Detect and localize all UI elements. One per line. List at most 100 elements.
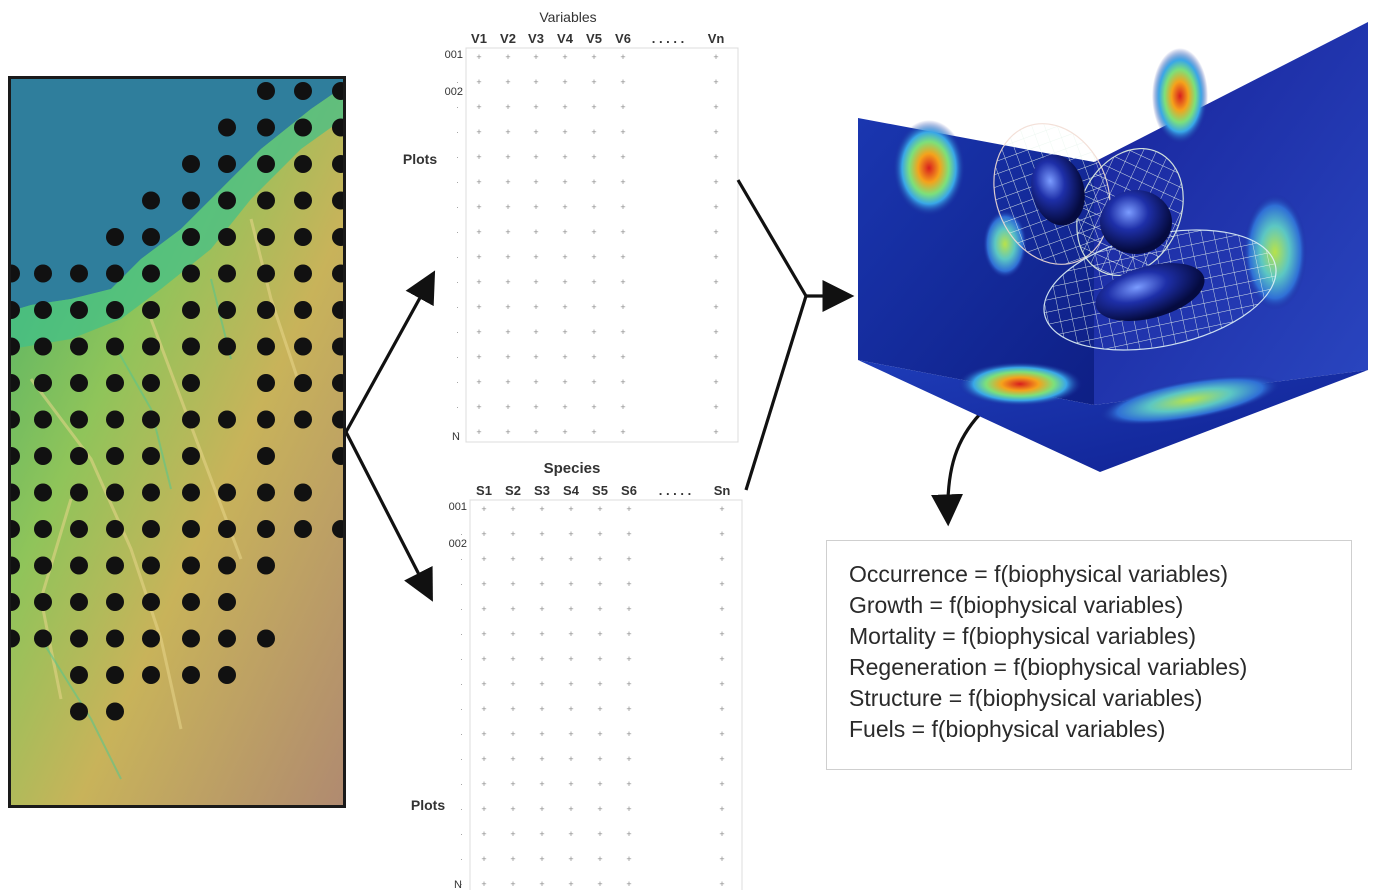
matrix-cell-mark: + [591,102,596,112]
matrix-cell-mark: + [568,554,573,564]
matrix-cell-mark: + [719,529,724,539]
matrix-row-ellipsis: · [456,177,459,187]
matrix-cell-mark: + [568,679,573,689]
matrix-cell-mark: + [562,52,567,62]
sample-plot-point [257,556,275,575]
sample-plot-point [218,228,236,246]
matrix-cell-mark: + [626,554,631,564]
variables-col-header: Vn [708,31,725,46]
sample-plot-point [182,447,200,465]
matrix-cell-mark: + [597,854,602,864]
matrix-cell-mark: + [597,704,602,714]
matrix-cell-mark: + [597,879,602,889]
matrix-cell-mark: + [591,327,596,337]
sample-plot-point [294,191,312,210]
matrix-cell-mark: + [476,302,481,312]
sample-plot-point [257,264,275,283]
matrix-cell-mark: + [481,829,486,839]
matrix-cell-mark: + [481,554,486,564]
matrix-cell-mark: + [620,427,625,437]
sample-plot-point [182,556,200,575]
sample-plot-point [332,374,343,392]
matrix-cell-mark: + [568,754,573,764]
sample-plot-point [182,593,200,611]
sample-plot-point [11,593,20,611]
matrix-cell-mark: + [562,252,567,262]
matrix-cell-mark: + [510,704,515,714]
matrix-row-ellipsis: · [460,579,463,589]
matrix-row-ellipsis: · [460,829,463,839]
variables-grid [465,47,739,443]
matrix-cell-mark: + [719,779,724,789]
matrix-cell-mark: + [510,779,515,789]
matrix-cell-mark: + [533,377,538,387]
matrix-cell-mark: + [539,604,544,614]
sample-plot-point [11,264,20,283]
sample-plot-point [11,337,20,356]
matrix-cell-mark: + [568,854,573,864]
matrix-cell-mark: + [591,427,596,437]
matrix-cell-mark: + [568,579,573,589]
sample-plot-point [34,483,52,502]
matrix-cell-mark: + [626,504,631,514]
species-row-label: N [454,879,462,890]
matrix-cell-mark: + [591,252,596,262]
variables-col-header: V2 [500,31,516,46]
sample-plot-point [294,118,312,137]
matrix-cell-mark: + [626,579,631,589]
matrix-cell-mark: + [597,829,602,839]
arrow-to-variables [344,270,436,433]
matrix-cell-mark: + [719,829,724,839]
sample-plot-point [332,410,343,429]
sample-plot-point [142,520,160,538]
matrix-cell-mark: + [597,654,602,664]
matrix-cell-mark: + [505,202,510,212]
matrix-cell-mark: + [505,377,510,387]
matrix-cell-mark: + [713,227,718,237]
sample-plot-point [182,228,200,246]
sample-plot-point [218,629,236,648]
sample-plot-point [106,410,124,429]
matrix-cell-mark: + [476,102,481,112]
matrix-cell-mark: + [476,202,481,212]
matrix-cell-mark: + [568,529,573,539]
sample-plot-point [218,264,236,283]
sample-plot-point [70,337,88,356]
sample-plot-point [106,556,124,575]
matrix-cell-mark: + [481,879,486,889]
matrix-cell-mark: + [476,77,481,87]
sample-plot-point [218,666,236,684]
matrix-row-ellipsis: · [460,779,463,789]
sample-plot-point [257,337,275,356]
matrix-cell-mark: + [591,127,596,137]
matrix-cell-mark: + [719,804,724,814]
matrix-row-ellipsis: · [456,77,459,87]
terrain-map-image [11,79,343,805]
matrix-cell-mark: + [620,352,625,362]
sample-plot-point [294,82,312,100]
arrow-from-variables [736,179,808,297]
matrix-row-ellipsis: · [456,102,459,112]
matrix-cell-mark: + [539,829,544,839]
matrix-cell-mark: + [476,227,481,237]
matrix-cell-mark: + [719,604,724,614]
matrix-row-ellipsis: · [460,854,463,864]
matrix-cell-mark: + [510,529,515,539]
matrix-cell-mark: + [719,579,724,589]
sample-plot-point [106,301,124,319]
sample-plot-point [70,301,88,319]
variables-col-header: V6 [615,31,631,46]
sample-plot-point [294,337,312,356]
matrix-cell-mark: + [533,177,538,187]
matrix-cell-mark: + [539,654,544,664]
matrix-cell-mark: + [620,377,625,387]
matrix-row-ellipsis: · [460,604,463,614]
matrix-cell-mark: + [568,604,573,614]
matrix-cell-mark: + [719,679,724,689]
sample-plot-point [182,191,200,210]
sample-plot-point [106,520,124,538]
sample-plot-point [332,155,343,173]
matrix-cell-mark: + [620,227,625,237]
sample-plot-point [294,155,312,173]
